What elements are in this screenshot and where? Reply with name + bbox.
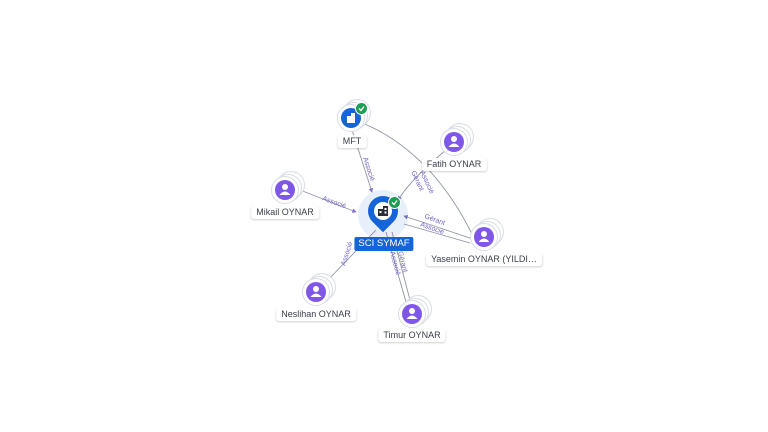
edge-label-mikail: Associé — [321, 195, 347, 210]
center-node-label[interactable]: SCI SYMAF — [354, 237, 414, 251]
person-icon — [275, 180, 295, 200]
person-icon — [402, 304, 422, 324]
edge-fatih-center — [397, 149, 447, 201]
node-timur[interactable] — [398, 295, 432, 330]
node-neslihan-label[interactable]: Neslihan OYNAR — [276, 308, 356, 321]
person-icon — [444, 132, 464, 152]
node-yasemin[interactable] — [470, 218, 504, 253]
node-mikail[interactable] — [271, 171, 305, 206]
node-fatih[interactable] — [440, 123, 474, 158]
node-timur-label[interactable]: Timur OYNAR — [378, 329, 446, 342]
edge-yasemin-center-1 — [403, 215, 471, 239]
edge-label-neslihan: Associé — [340, 241, 354, 267]
building-icon — [378, 206, 388, 216]
node-mft[interactable] — [337, 99, 371, 134]
verified-check-icon — [388, 196, 401, 209]
node-neslihan[interactable] — [302, 273, 336, 308]
edge-label-mft: Associé — [361, 156, 375, 182]
node-mft-label[interactable]: MFT — [337, 135, 367, 148]
person-icon — [474, 227, 494, 247]
person-icon — [306, 282, 326, 302]
edge-mikail-center — [299, 189, 357, 213]
center-node[interactable] — [356, 188, 410, 242]
node-fatih-label[interactable]: Fatih OYNAR — [421, 158, 487, 171]
node-yasemin-label[interactable]: Yasemin OYNAR (YILDI… — [426, 253, 542, 266]
node-mikail-label[interactable]: Mikail OYNAR — [251, 206, 319, 219]
edge-yasemin-center-2 — [403, 223, 471, 244]
verified-check-icon — [355, 102, 368, 115]
